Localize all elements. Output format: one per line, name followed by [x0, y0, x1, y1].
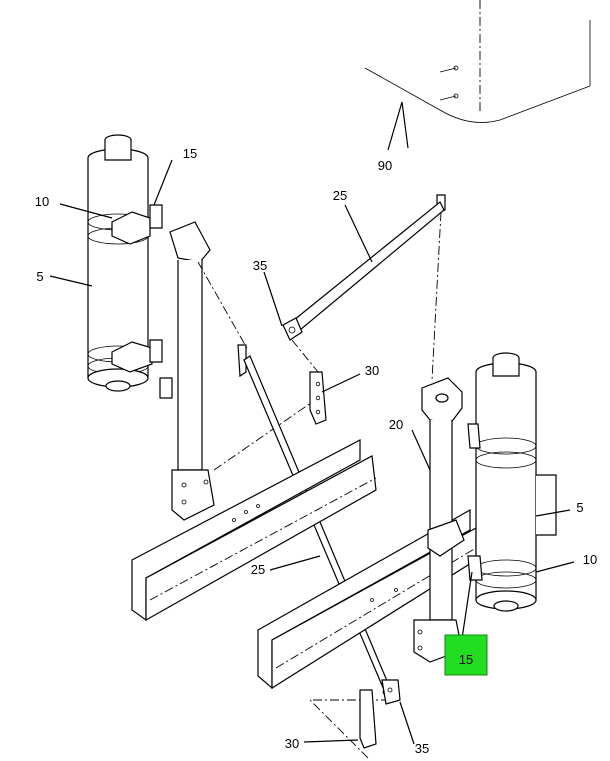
callout-30-mid: 30	[365, 363, 379, 378]
callout-20: 20	[389, 417, 403, 432]
bracket-30-bottom	[359, 689, 377, 749]
highlight-callout-15[interactable]: 15	[444, 634, 488, 676]
highlight-box[interactable]	[444, 634, 488, 676]
callout-5-left: 5	[36, 269, 43, 284]
callout-15-left: 15	[183, 146, 197, 161]
cab-corner-detail	[364, 0, 591, 151]
left-support-column	[169, 221, 319, 521]
bracket-30-mid	[309, 371, 327, 425]
callout-15-right-highlight: 15	[459, 652, 473, 667]
callout-5-right: 5	[576, 500, 583, 515]
callout-35-top: 35	[253, 258, 267, 273]
callout-25-top: 25	[333, 188, 347, 203]
callout-90: 90	[378, 158, 392, 173]
callout-25-low: 25	[251, 562, 265, 577]
frame-rails	[131, 439, 477, 690]
callout-10-right: 10	[583, 552, 597, 567]
left-muffler	[87, 134, 173, 399]
callout-labels: 5 10 15 25 35 30 20 5 10 25 30 35 90	[35, 146, 597, 756]
right-support-column	[413, 377, 465, 663]
callout-30-bottom: 30	[285, 736, 299, 751]
right-muffler	[467, 352, 557, 612]
brace-rod-upper	[282, 194, 446, 381]
clamp-35-bottom	[381, 679, 401, 705]
callout-10-left: 10	[35, 194, 49, 209]
callout-35-bottom: 35	[415, 741, 429, 756]
